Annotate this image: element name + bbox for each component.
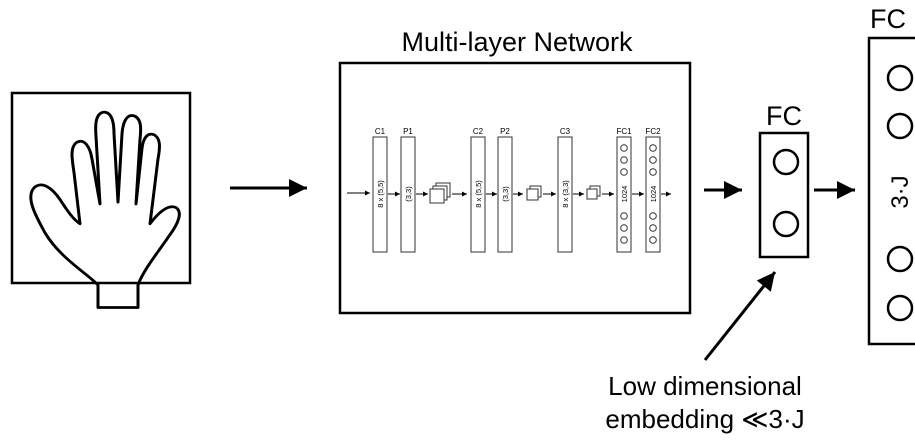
neuron-circle-icon [649,212,657,220]
neuron-circle-icon [886,112,914,140]
neuron-circle-icon [649,144,657,152]
layer-p2 [497,136,513,253]
network-box [338,61,692,315]
fc1-neurons [620,144,628,244]
layer-detail-fc2: 1024 [649,186,658,203]
fc-large-size-label: 3·J [887,175,914,208]
layer-name-p1: P1 [403,127,413,136]
neuron-circle-icon [620,156,628,164]
fc-large-label: FC [870,4,906,34]
neuron-circle-icon [772,210,800,238]
annotation-line-1: Low dimensional [608,371,802,401]
network-schematic: C1 8 x (5,5) P1 (3,3) C2 8 x (5,5) P2 (3… [347,127,671,253]
layer-name-c1: C1 [375,127,386,136]
layer-detail-c1: 8 x (5,5) [376,180,385,208]
feature-map-icon [526,185,542,201]
neuron-circle-icon [620,212,628,220]
feature-map-icon [586,185,601,200]
layer-detail-p1: (3,3) [404,186,413,202]
layer-detail-fc1: 1024 [620,186,629,203]
neuron-circle-icon [886,245,914,273]
annotation-line-2: embedding ≪3·J [605,404,804,434]
neuron-circle-icon [649,156,657,164]
neuron-circle-icon [620,168,628,176]
layer-detail-c3: 8 x (3,3) [561,180,570,208]
neuron-circle-icon [886,64,914,92]
annotation-arrow [703,271,777,361]
layer-c2 [470,136,486,253]
layer-p1 [400,136,416,253]
fc-small-label: FC [766,101,802,131]
layer-name-fc1: FC1 [616,127,632,136]
layer-c1 [372,136,388,253]
input-image-frame [10,91,192,285]
input-image [10,91,192,309]
hand-outline-icon [29,110,181,309]
layer-fc2 [645,136,661,253]
neuron-circle-icon [620,224,628,232]
layer-name-fc2: FC2 [645,127,661,136]
fc2-neurons [649,144,657,244]
neuron-circle-icon [886,294,914,322]
layer-name-p2: P2 [500,127,510,136]
layer-name-c2: C2 [473,127,484,136]
network-title: Multi-layer Network [401,27,633,57]
feature-map-icon [429,182,451,204]
layer-detail-c2: 8 x (5,5) [474,180,483,208]
neuron-circle-icon [772,148,800,176]
layer-name-c3: C3 [560,127,571,136]
neuron-circle-icon [649,168,657,176]
layer-fc1 [616,136,632,253]
neuron-circle-icon [620,144,628,152]
layer-detail-p2: (3,3) [501,186,510,202]
neuron-circle-icon [649,236,657,244]
neuron-circle-icon [649,224,657,232]
neuron-circle-icon [620,236,628,244]
layer-c3 [557,136,573,253]
